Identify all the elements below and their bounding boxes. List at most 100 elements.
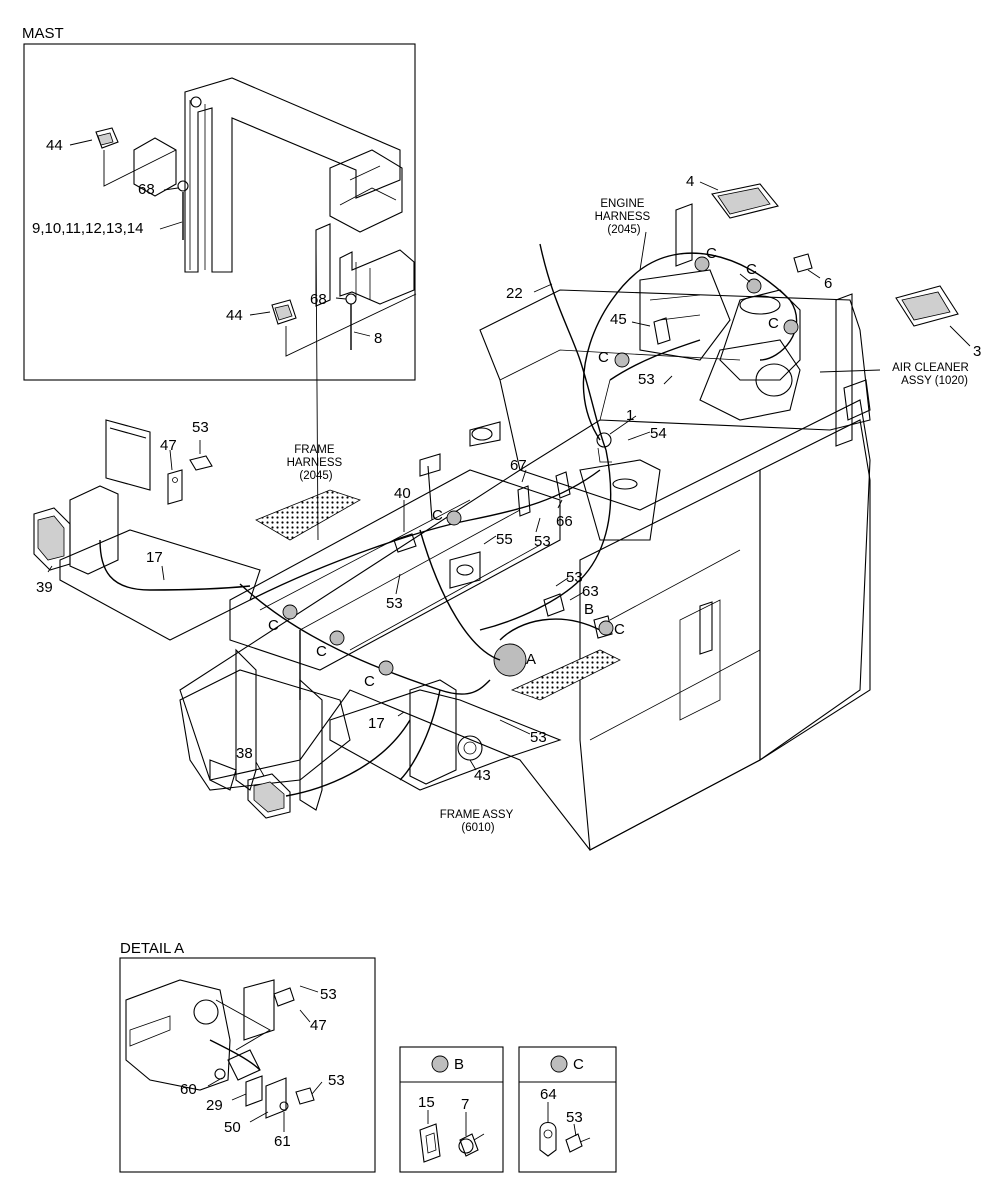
callout-1: 1 (626, 407, 634, 424)
detail-a-leaders (207, 985, 323, 1132)
detail-b-leaders (427, 1110, 467, 1136)
callout-68: 68 (138, 181, 155, 198)
callout-38: 38 (236, 745, 253, 762)
bracket-47 (167, 469, 183, 505)
callout-53: 53 (638, 371, 655, 388)
callout-67: 67 (510, 457, 527, 474)
callout-39: 39 (36, 579, 53, 596)
callout-29: 29 (206, 1097, 223, 1114)
relay-40 (393, 533, 417, 553)
mast-callout-leaders (69, 139, 371, 337)
clamp-1 (596, 432, 612, 463)
callout-43: 43 (474, 767, 491, 784)
callout-60: 60 (180, 1081, 197, 1098)
callout-9-14: 9,10,11,12,13,14 (32, 220, 144, 237)
mast-clip-bottom (345, 293, 357, 305)
clip-45 (653, 317, 671, 345)
clip-64 (539, 1121, 557, 1157)
detail-c-marker-circle (550, 1055, 568, 1073)
mast-section-title: MAST (22, 25, 64, 42)
clip-marker-c: C (706, 245, 717, 262)
detail-c-inset: C 64 53 (518, 1046, 617, 1173)
detail-b-inset: B 15 7 (399, 1046, 504, 1173)
detail-a-frame-box (119, 957, 376, 1173)
clip-marker-c: C (614, 621, 625, 638)
callout-47: 47 (160, 437, 177, 454)
clip-marker-c: C (364, 673, 375, 690)
callout-17: 17 (146, 549, 163, 566)
detail-b-frame-box (399, 1046, 504, 1173)
front-lamp-4 (711, 183, 779, 219)
bolt-53-detail (565, 1133, 591, 1153)
bolt-53 (189, 455, 213, 471)
clip-marker-c: C (268, 617, 279, 634)
mast-lamp-leads (103, 149, 417, 357)
engine-harness (479, 243, 798, 631)
callout-44: 44 (46, 137, 63, 154)
harness-17 (285, 719, 411, 797)
callout-63: 63 (582, 583, 599, 600)
rear-combination-lamp-38 (247, 773, 291, 819)
callout-3: 3 (973, 343, 981, 360)
engine-harness-note: ENGINE HARNESS (2045) (595, 198, 654, 236)
mast-work-lamp-top (95, 127, 119, 149)
clip-marker-c: C (598, 349, 609, 366)
callout-4: 4 (686, 173, 694, 190)
detail-a-wire (209, 1039, 261, 1071)
detail-c-frame-box (518, 1046, 617, 1173)
callout-53: 53 (328, 1072, 345, 1089)
clip-66 (555, 471, 571, 499)
frame-assy-note: FRAME ASSY (6010) (440, 809, 517, 834)
callout-68: 68 (310, 291, 327, 308)
front-lamp-3 (895, 285, 959, 327)
callout-53: 53 (386, 595, 403, 612)
detail-a-title: DETAIL A (120, 940, 184, 957)
callout-66: 66 (556, 513, 573, 530)
callout-7: 7 (461, 1096, 469, 1113)
callout-47: 47 (310, 1017, 327, 1034)
frame-harness (239, 469, 601, 781)
detail-b-title: B (454, 1056, 464, 1073)
callout-54: 54 (650, 425, 667, 442)
callout-8: 8 (374, 330, 382, 347)
detail-marker-b: B (584, 601, 594, 618)
callout-22: 22 (506, 285, 523, 302)
callout-53: 53 (534, 533, 551, 550)
air-cleaner-note: AIR CLEANER ASSY (1020) (892, 362, 972, 387)
frame-harness-note: FRAME HARNESS (2045) (287, 444, 346, 482)
rear-combination-lamp-39 (33, 507, 71, 571)
harness-17 (99, 539, 251, 591)
clip-marker-c: C (746, 261, 757, 278)
callout-55: 55 (496, 531, 513, 548)
callout-64: 64 (540, 1086, 557, 1103)
frame-structure (59, 203, 871, 851)
callout-50: 50 (224, 1119, 241, 1136)
detail-marker-a: A (526, 651, 536, 668)
clip-marker-c: C (768, 315, 779, 332)
clip-marker-c: C (316, 643, 327, 660)
switch-15 (419, 1123, 441, 1163)
callout-53: 53 (530, 729, 547, 746)
clip-location-circles (282, 256, 799, 676)
callout-6: 6 (824, 275, 832, 292)
switch-b (593, 615, 613, 639)
detail-b-marker-circle (431, 1055, 449, 1073)
assembly-notes: ENGINE HARNESS (2045) FRAME HARNESS (204… (287, 198, 972, 834)
callout-15: 15 (418, 1094, 435, 1111)
clamp-63 (543, 593, 565, 617)
main-callout-leaders (47, 181, 971, 777)
switch-7 (458, 1133, 485, 1157)
mast-structure (133, 77, 415, 307)
detail-a-inset: DETAIL A 53 47 53 60 29 50 61 (119, 940, 376, 1173)
mast-clip-top (177, 180, 189, 192)
mast-inset: MAST 44 68 9,10,11,12,13,14 (22, 25, 417, 381)
clip-67 (517, 485, 531, 517)
main-callouts: 4 6 3 22 45 53 1 54 67 66 53 55 40 53 47… (36, 173, 981, 784)
callout-61: 61 (274, 1133, 291, 1150)
detail-c-title: C (573, 1056, 584, 1073)
lamp-6 (793, 253, 813, 273)
callout-40: 40 (394, 485, 411, 502)
clip-marker-c: C (432, 507, 443, 524)
callout-53: 53 (566, 569, 583, 586)
